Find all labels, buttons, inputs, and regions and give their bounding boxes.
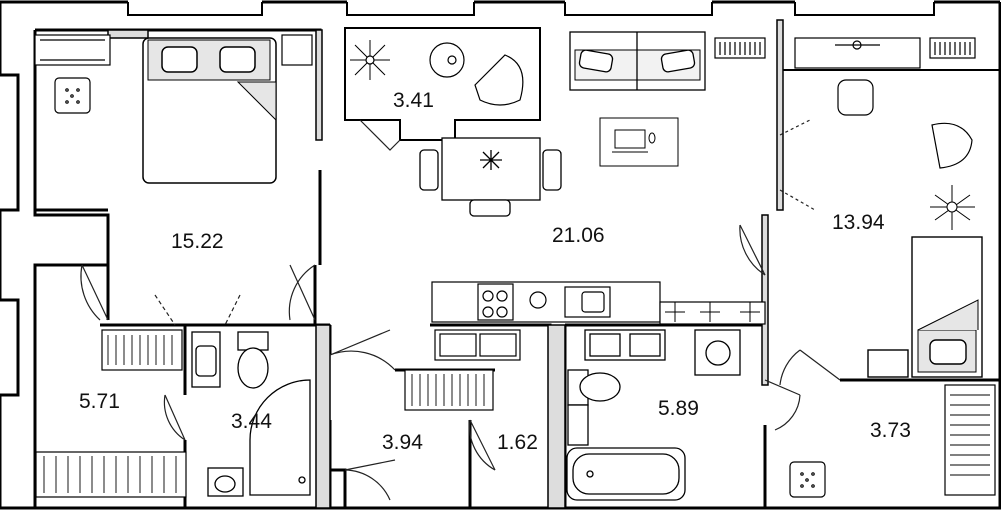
hall-right-furniture	[789, 384, 996, 498]
room-area-balcony: 3.41	[393, 89, 434, 112]
bath-fixtures-2	[566, 329, 741, 501]
wardrobe-unit	[54, 77, 91, 114]
balcony-furniture	[350, 40, 524, 106]
room-area-bedroom-2: 13.94	[832, 211, 885, 234]
room-area-bedroom-1: 15.22	[171, 230, 224, 253]
thick-walls	[107, 19, 784, 509]
room-area-bathroom-shower: 3.44	[231, 410, 272, 433]
dining-table	[419, 137, 562, 217]
tv-table	[599, 117, 679, 167]
bath-fixtures-1	[191, 331, 311, 497]
kitchen-counter	[431, 281, 766, 325]
plant-icon	[665, 185, 975, 322]
single-bed	[867, 236, 983, 378]
room-area-hall-left: 5.71	[79, 390, 120, 413]
room-area-bathroom-tub: 5.89	[658, 397, 699, 420]
desk-and-chair	[794, 37, 973, 169]
area-labels: 15.22 3.41 21.06 13.94 5.71 3.44 3.94 1.…	[79, 89, 911, 454]
room-area-corridor: 3.94	[382, 431, 423, 454]
bed-double	[142, 37, 277, 184]
room-area-closet: 1.62	[497, 431, 538, 454]
room-area-hall-right: 3.73	[870, 419, 911, 442]
room-area-living-kitchen: 21.06	[552, 224, 605, 247]
plant-icon	[350, 40, 390, 80]
sofa	[569, 31, 706, 91]
window-sills	[34, 34, 976, 66]
doors	[80, 119, 841, 501]
hall-wardrobe	[35, 329, 187, 498]
closet-furniture	[404, 329, 521, 411]
